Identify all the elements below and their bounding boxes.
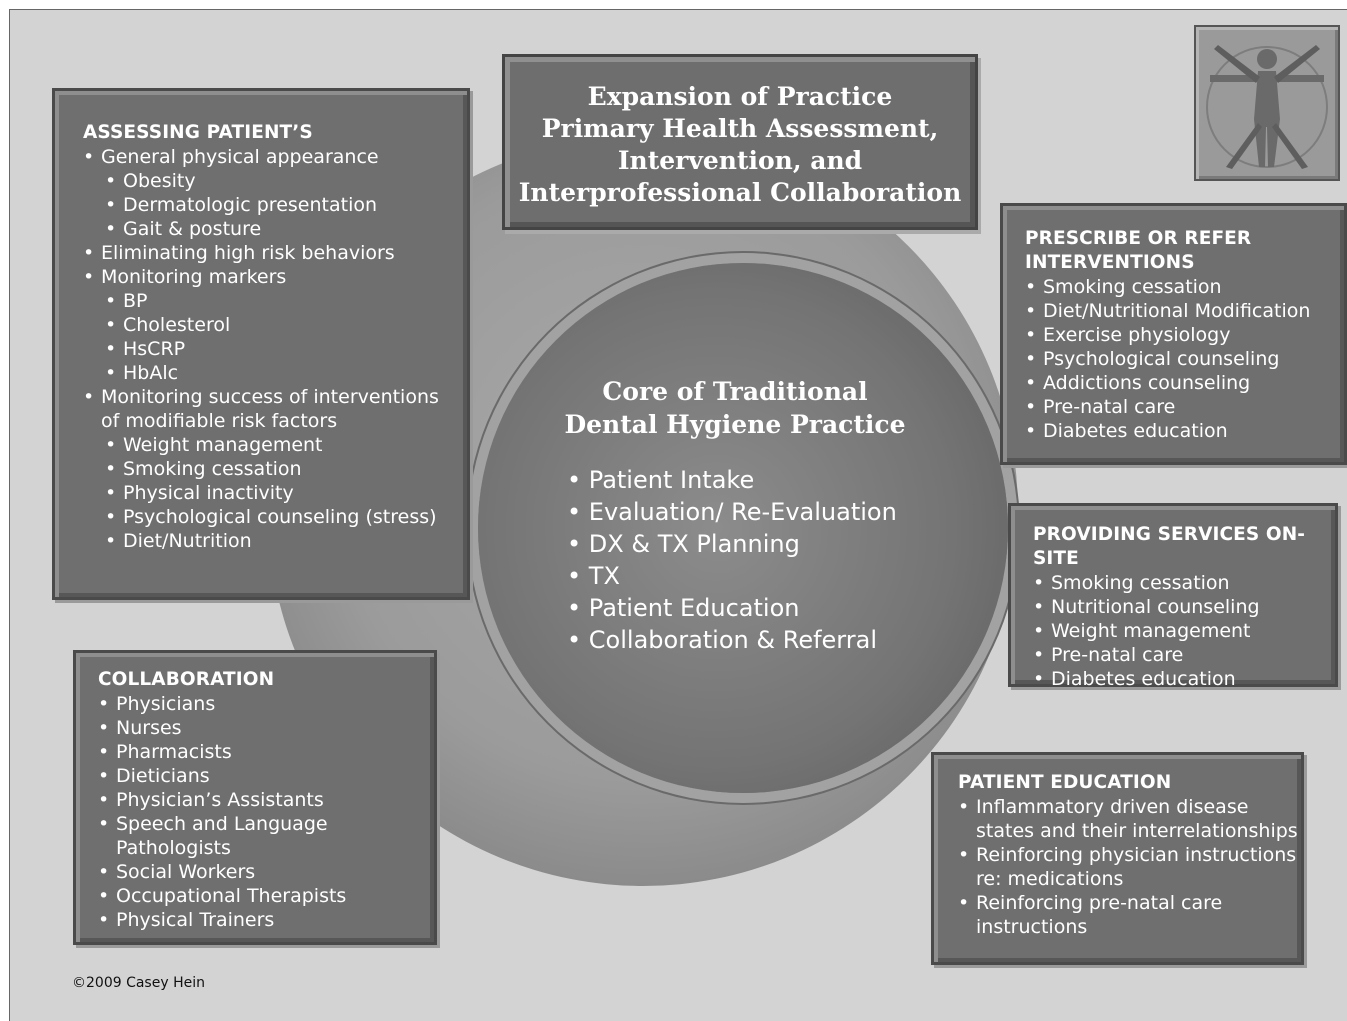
list-item: Pre-natal care [1025, 395, 1344, 419]
list-item: Exercise physiology [1025, 323, 1344, 347]
collaboration-box: COLLABORATION Physicians Nurses Pharmaci… [73, 650, 437, 945]
list-item: Social Workers [98, 860, 434, 884]
title-line: Intervention, and [617, 146, 863, 175]
title-line: Expansion of Practice [587, 82, 893, 111]
core-item: Patient Intake [567, 464, 897, 496]
core-list: Patient Intake Evaluation/ Re-Evaluation… [567, 464, 897, 656]
prescribe-box: PRESCRIBE OR REFER INTERVENTIONS Smoking… [1000, 203, 1347, 465]
list-item: Physicians [98, 692, 434, 716]
patient-education-heading: PATIENT EDUCATION [958, 772, 1172, 793]
core-title-line: Dental Hygiene Practice [564, 410, 906, 439]
list-item: Eliminating high risk behaviors [83, 241, 467, 265]
list-item: Psychological counseling (stress) [105, 505, 467, 529]
title-line: Interprofessional Collaboration [518, 178, 962, 207]
patient-education-list: Inflammatory driven disease states and t… [958, 795, 1301, 939]
prescribe-heading-line: PRESCRIBE OR REFER [1025, 228, 1252, 249]
vitruvian-man-icon [1194, 25, 1340, 181]
core-item: TX [567, 560, 897, 592]
list-item: Diet/Nutritional Modification [1025, 299, 1344, 323]
list-item: Weight management [1033, 619, 1335, 643]
expansion-title-box: Expansion of Practice Primary Health Ass… [502, 54, 978, 230]
list-item: Obesity [105, 169, 467, 193]
onsite-heading: PROVIDING SERVICES ON-SITE [1033, 524, 1306, 569]
prescribe-list: Smoking cessation Diet/Nutritional Modif… [1025, 275, 1344, 443]
list-item: BP [105, 289, 467, 313]
list-item: Pre-natal care [1033, 643, 1335, 667]
core-item: Patient Education [567, 592, 897, 624]
list-item: Reinforcing pre-natal care [958, 891, 1301, 915]
list-item-continued: instructions [976, 916, 1088, 938]
assessing-box: ASSESSING PATIENT’S General physical app… [52, 88, 470, 600]
list-item: Monitoring success of interventions [83, 385, 467, 409]
onsite-box: PROVIDING SERVICES ON-SITE Smoking cessa… [1008, 503, 1338, 691]
list-item-continued: states and their interrelationships [976, 820, 1298, 842]
list-item: Dieticians [98, 764, 434, 788]
assessing-list: General physical appearance Obesity Derm… [83, 145, 467, 553]
list-item: Gait & posture [105, 217, 467, 241]
list-item: Inflammatory driven disease [958, 795, 1301, 819]
list-item: Addictions counseling [1025, 371, 1344, 395]
list-item: Psychological counseling [1025, 347, 1344, 371]
list-item: Diabetes education [1025, 419, 1344, 443]
title-line: Primary Health Assessment, [541, 114, 939, 143]
list-item: Nutritional counseling [1033, 595, 1335, 619]
collaboration-list: Physicians Nurses Pharmacists Dieticians… [98, 692, 434, 932]
list-item: Occupational Therapists [98, 884, 434, 908]
core-item: Evaluation/ Re-Evaluation [567, 496, 897, 528]
list-item: Physical inactivity [105, 481, 467, 505]
list-item: Nurses [98, 716, 434, 740]
core-item: Collaboration & Referral [567, 624, 897, 656]
list-item: HbAlc [105, 361, 467, 385]
list-item: Reinforcing physician instructions [958, 843, 1301, 867]
prescribe-heading-line: INTERVENTIONS [1025, 252, 1195, 273]
list-item: Diet/Nutrition [105, 529, 467, 553]
list-item: Smoking cessation [1025, 275, 1344, 299]
core-title: Core of Traditional Dental Hygiene Pract… [540, 375, 930, 441]
list-item: Weight management [105, 433, 467, 457]
vitruvian-man-icon-graphic [1206, 45, 1328, 169]
list-item: Monitoring markers [83, 265, 467, 289]
list-item: Dermatologic presentation [105, 193, 467, 217]
assessing-heading: ASSESSING PATIENT’S [83, 122, 313, 143]
list-item: Physical Trainers [98, 908, 434, 932]
list-item-continued: re: medications [976, 868, 1124, 890]
copyright-notice: ©2009 Casey Hein [72, 975, 205, 991]
list-item: HsCRP [105, 337, 467, 361]
list-item-continued: of modifiable risk factors [101, 410, 338, 432]
onsite-list: Smoking cessation Nutritional counseling… [1033, 571, 1335, 691]
list-item: Speech and Language [98, 812, 434, 836]
list-item: Physician’s Assistants [98, 788, 434, 812]
patient-education-box: PATIENT EDUCATION Inflammatory driven di… [931, 752, 1304, 965]
list-item: Diabetes education [1033, 667, 1335, 691]
list-item: Smoking cessation [105, 457, 467, 481]
list-item: Smoking cessation [1033, 571, 1335, 595]
list-item: Cholesterol [105, 313, 467, 337]
list-item-continued: Pathologists [116, 837, 231, 859]
collaboration-heading: COLLABORATION [98, 669, 275, 690]
list-item: General physical appearance [83, 145, 467, 169]
list-item: Pharmacists [98, 740, 434, 764]
core-item: DX & TX Planning [567, 528, 897, 560]
core-title-line: Core of Traditional [602, 377, 868, 406]
